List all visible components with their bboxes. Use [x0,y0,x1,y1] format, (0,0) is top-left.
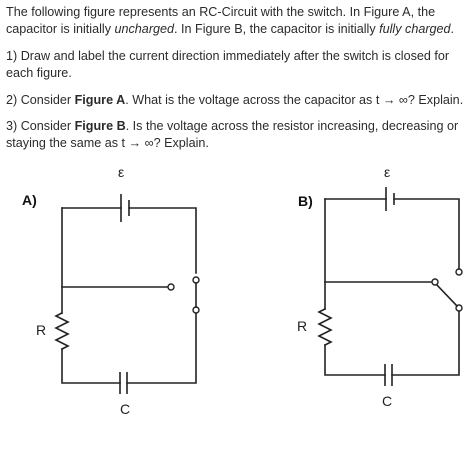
capacitor-label: C [382,393,392,409]
wire [391,310,460,376]
uncharged-emphasis: uncharged [114,22,175,36]
emf-label: ε [118,164,124,180]
wire [393,198,460,270]
emf-label: ε [384,164,390,180]
question-3-text: 3) Consider [6,119,75,133]
intro-text: The following figure represents an RC-Ci… [6,5,436,36]
switch-contact [431,278,439,286]
question-1-text: 1) Draw and label the current direction … [6,49,450,80]
fully-charged-emphasis: fully charged [379,22,451,36]
wire [324,344,386,376]
intro-text: . [450,22,455,36]
wire [61,348,121,384]
question-2-text: 2) Consider [6,93,75,107]
figure-a: A) ε R C [22,164,200,417]
resistor-label: R [36,322,46,338]
switch-lever [435,283,459,308]
figure-b-label: B) [298,193,313,209]
figure-b: B) ε R C [297,164,463,409]
intro-paragraph: The following figure represents an RC-Ci… [6,4,468,38]
resistor [317,307,333,347]
switch-terminal [192,276,200,284]
question-2: 2) Consider Figure A. What is the voltag… [6,92,468,109]
switch-terminal [455,268,463,276]
question-2-text: . What is the voltage across the capacit… [125,93,464,107]
question-3: 3) Consider Figure B. Is the voltage acr… [6,118,468,152]
question-3-text: . Is the voltage across the resistor inc… [6,119,459,150]
wire [126,312,197,384]
intro-text: . In Figure B, the capacitor is initiall… [174,22,380,36]
switch-contact [167,283,175,291]
figure-a-label: A) [22,192,37,208]
figure-b-reference: Figure B [74,119,126,133]
wire [128,207,197,274]
figure-a-reference: Figure A [74,93,126,107]
question-1: 1) Draw and label the current direction … [6,48,468,82]
resistor-label: R [297,318,307,334]
resistor [54,311,70,351]
switch-terminal [192,306,200,314]
capacitor-label: C [120,401,130,417]
